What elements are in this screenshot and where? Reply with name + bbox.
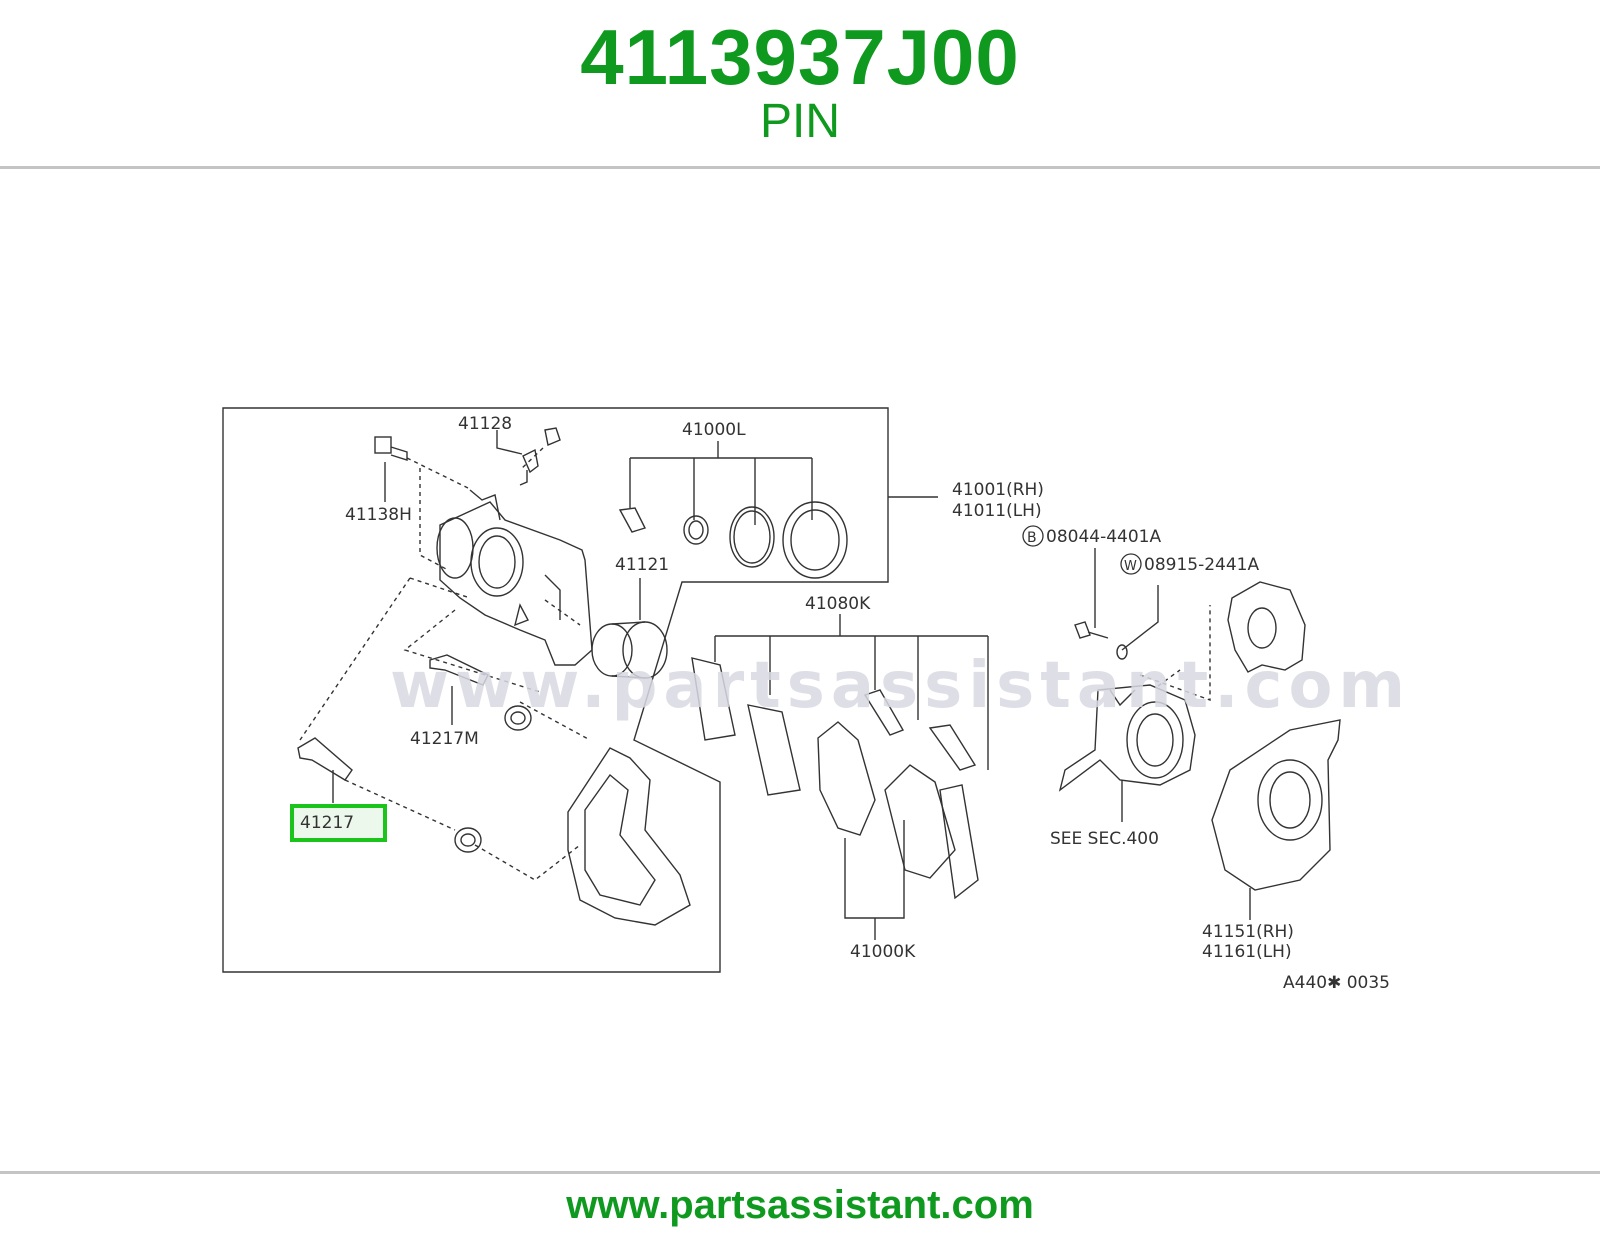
part-number-title: 4113937J00 <box>580 13 1020 101</box>
label-b-mark: B <box>1027 530 1037 546</box>
pin-41217 <box>297 737 482 853</box>
bleeder-screw-41128 <box>519 427 561 486</box>
caliper-assembly-frame <box>222 407 889 973</box>
leader-41080K <box>714 614 989 770</box>
diagram-reference-code: A440✱ 0035 <box>1283 973 1390 993</box>
header-divider <box>0 166 1600 169</box>
label-08915: 08915-2441A <box>1144 555 1259 575</box>
b-circle-icon <box>1022 525 1044 547</box>
bolt-41138H <box>374 436 408 461</box>
footer-divider <box>0 1171 1600 1174</box>
label-41121: 41121 <box>615 555 669 575</box>
caliper-body-41001 <box>436 489 593 666</box>
watermark-text: www.partsassistant.com <box>390 649 1411 723</box>
dashed-assembly-lines <box>299 447 1211 881</box>
label-41000L: 41000L <box>682 420 746 440</box>
baffle-plate-41151 <box>1211 719 1341 891</box>
brake-pads-41000K <box>817 721 979 900</box>
label-41001: 41001(RH) <box>952 480 1044 500</box>
label-41151: 41151(RH) <box>1202 922 1294 942</box>
steering-knuckle <box>1058 684 1196 792</box>
label-41128: 41128 <box>458 414 512 434</box>
footer-website-link[interactable]: www.partsassistant.com <box>566 1183 1034 1227</box>
leader-41000L <box>629 441 813 525</box>
page-header: 4113937J00 PIN <box>0 0 1600 168</box>
label-w-mark: W <box>1124 559 1137 574</box>
pin-41217M <box>429 654 532 731</box>
label-41080K: 41080K <box>805 594 871 614</box>
part-name-subtitle: PIN <box>759 95 840 148</box>
leader-41000K <box>844 820 905 940</box>
piston-41121 <box>591 621 668 679</box>
label-41000K: 41000K <box>850 942 916 962</box>
label-41138H: 41138H <box>345 505 412 525</box>
highlight-box-41217 <box>290 804 387 842</box>
label-41217: 41217 <box>300 813 354 833</box>
w-circle-icon <box>1120 553 1142 575</box>
bolt-08044 <box>1074 621 1109 639</box>
label-08044: 08044-4401A <box>1046 527 1161 547</box>
seal-kit-41000L <box>618 501 848 579</box>
leader-41128 <box>496 430 523 455</box>
label-41217M: 41217M <box>410 729 479 749</box>
leader-08915 <box>1121 585 1159 651</box>
caliper-installed-view <box>1227 581 1306 673</box>
pad-shims-41080K <box>691 657 977 796</box>
label-see-sec-400: SEE SEC.400 <box>1050 829 1159 849</box>
label-41011: 41011(LH) <box>952 501 1042 521</box>
torque-member <box>567 747 691 926</box>
label-41161: 41161(LH) <box>1202 942 1292 962</box>
washer-08915 <box>1116 644 1128 660</box>
